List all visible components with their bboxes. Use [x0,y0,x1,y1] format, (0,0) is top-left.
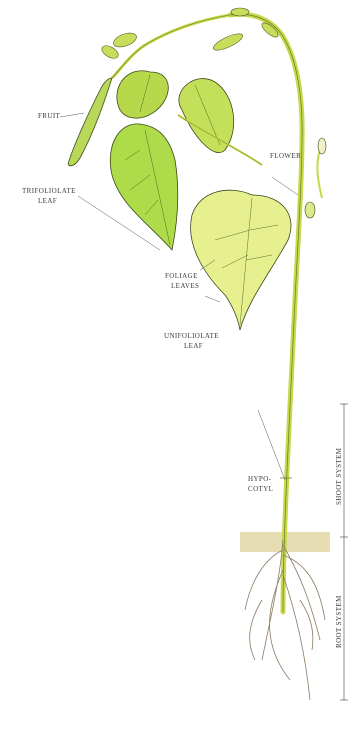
fruit-pod [68,78,112,166]
label-foliage-1: FOLIAGE [165,272,198,280]
label-hypocotyl-1: HYPO- [248,475,272,483]
label-unifoliolate-1: UNIFOLIOLATE [164,332,219,340]
unifoliolate-leaf [191,190,291,330]
label-trifoliolate-2: LEAF [38,197,57,205]
label-flower: FLOWER [270,152,301,160]
upper-vine [112,15,230,78]
label-fruit: FRUIT [38,112,61,120]
label-hypocotyl-2: COTYL [248,485,273,493]
label-trifoliolate-1: TRIFOLIOLATE [22,187,76,195]
label-foliage-2: LEAVES [171,282,199,290]
label-shoot-system: SHOOT SYSTEM [335,447,343,505]
leader-lines [60,113,298,480]
flower [305,138,326,218]
label-root-system: ROOT SYSTEM [335,595,343,648]
label-unifoliolate-2: LEAF [184,342,203,350]
